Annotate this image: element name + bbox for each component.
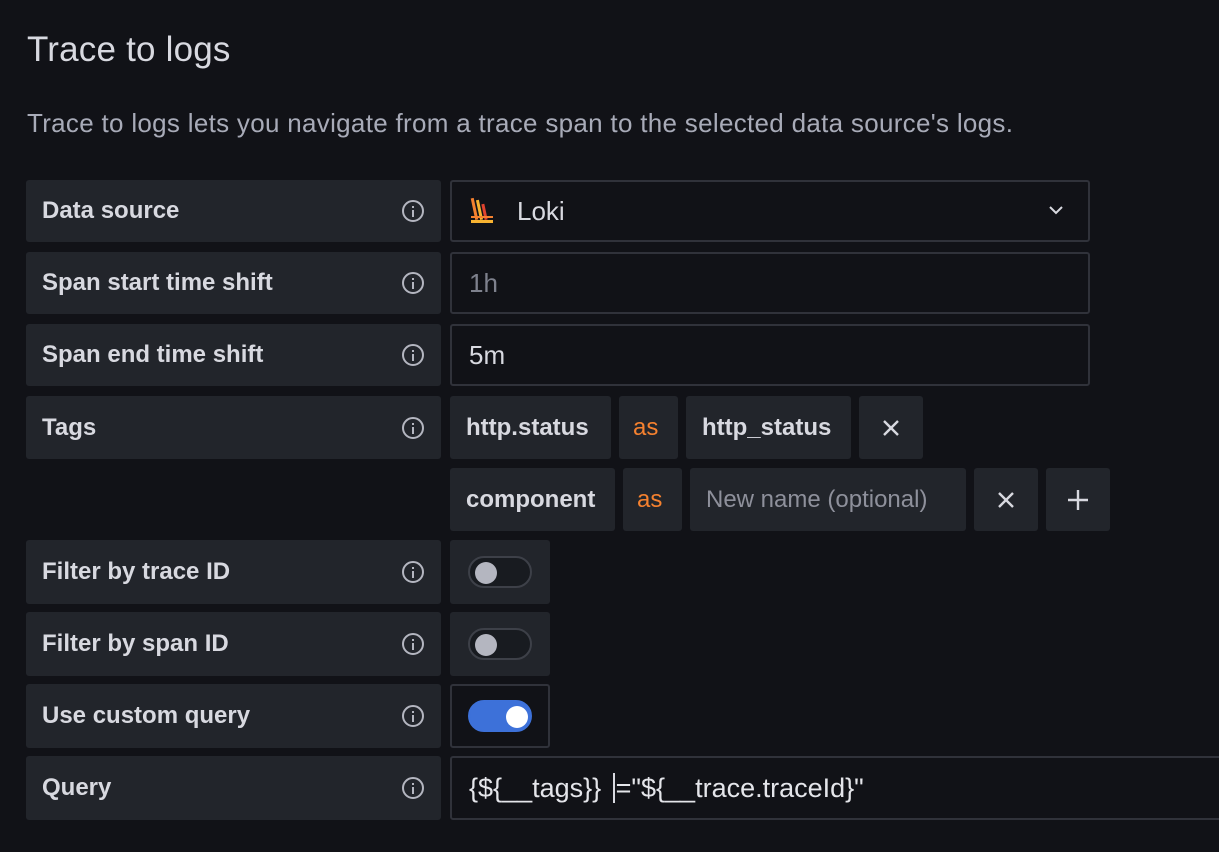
query-text-after-cursor: ="${__trace.traceId}" <box>615 772 864 803</box>
tag-key-2-text: component <box>466 485 596 513</box>
filter-trace-label-text: Filter by trace ID <box>42 558 231 585</box>
toggle-knob <box>475 634 497 656</box>
custom-query-toggle-container <box>450 684 550 748</box>
tag-key-1-text: http.status <box>466 413 589 441</box>
span-end-input[interactable]: 5m <box>450 324 1090 386</box>
filter-span-toggle-container <box>450 612 550 676</box>
add-tag-button[interactable] <box>1046 468 1110 531</box>
query-text-before-cursor: {${__tags}} <box>469 772 609 803</box>
close-icon <box>998 491 1014 508</box>
info-icon[interactable] <box>402 200 424 222</box>
span-start-input[interactable]: 1h <box>450 252 1090 314</box>
data-source-label-text: Data source <box>42 197 180 224</box>
toggle-knob <box>506 706 528 728</box>
tag-name-2-placeholder: New name (optional) <box>706 485 928 513</box>
info-icon[interactable] <box>402 633 424 655</box>
filter-trace-label: Filter by trace ID <box>26 540 441 604</box>
tag-name-1-text: http_status <box>702 413 832 441</box>
filter-trace-toggle-container <box>450 540 550 604</box>
toggle-knob <box>475 562 497 584</box>
info-icon[interactable] <box>402 561 424 583</box>
span-start-label-text: Span start time shift <box>42 269 273 296</box>
span-end-label-text: Span end time shift <box>42 341 264 368</box>
info-icon[interactable] <box>402 705 424 727</box>
data-source-label: Data source <box>26 180 441 242</box>
close-icon <box>883 419 899 436</box>
section-title: Trace to logs <box>27 30 231 69</box>
filter-span-label-text: Filter by span ID <box>42 630 229 657</box>
tag-as-1-text: as <box>633 413 659 441</box>
plus-icon <box>1068 489 1088 510</box>
tag-key-1[interactable]: http.status <box>450 396 611 459</box>
tag-as-2: as <box>623 468 682 531</box>
span-end-label: Span end time shift <box>26 324 441 386</box>
filter-span-toggle[interactable] <box>468 628 532 660</box>
info-icon[interactable] <box>402 344 424 366</box>
custom-query-label-text: Use custom query <box>42 702 251 729</box>
tag-key-2[interactable]: component <box>450 468 615 531</box>
text-cursor <box>612 773 615 803</box>
tags-label: Tags <box>26 396 441 459</box>
query-input[interactable]: {${__tags}} ="${__trace.traceId}" <box>450 756 1219 820</box>
info-icon[interactable] <box>402 416 424 439</box>
section-description: Trace to logs lets you navigate from a t… <box>27 108 1014 138</box>
span-start-placeholder: 1h <box>469 267 498 298</box>
info-icon[interactable] <box>402 272 424 294</box>
info-icon[interactable] <box>402 777 424 799</box>
custom-query-label: Use custom query <box>26 684 441 748</box>
query-label-text: Query <box>42 774 112 801</box>
span-end-value: 5m <box>469 339 506 370</box>
span-start-label: Span start time shift <box>26 252 441 314</box>
tag-as-2-text: as <box>637 485 663 513</box>
chevron-down-icon <box>1049 206 1063 215</box>
custom-query-toggle[interactable] <box>468 700 532 732</box>
filter-trace-toggle[interactable] <box>468 556 532 588</box>
data-source-select[interactable]: Loki <box>450 180 1090 242</box>
filter-span-label: Filter by span ID <box>26 612 441 676</box>
query-label: Query <box>26 756 441 820</box>
data-source-value: Loki <box>517 195 565 226</box>
tag-name-2-input[interactable]: New name (optional) <box>690 468 966 531</box>
tag-name-1[interactable]: http_status <box>686 396 851 459</box>
loki-logo-icon <box>470 197 493 223</box>
tag-as-1: as <box>619 396 678 459</box>
tags-label-text: Tags <box>42 413 97 441</box>
remove-tag-1-button[interactable] <box>859 396 923 459</box>
remove-tag-2-button[interactable] <box>974 468 1038 531</box>
